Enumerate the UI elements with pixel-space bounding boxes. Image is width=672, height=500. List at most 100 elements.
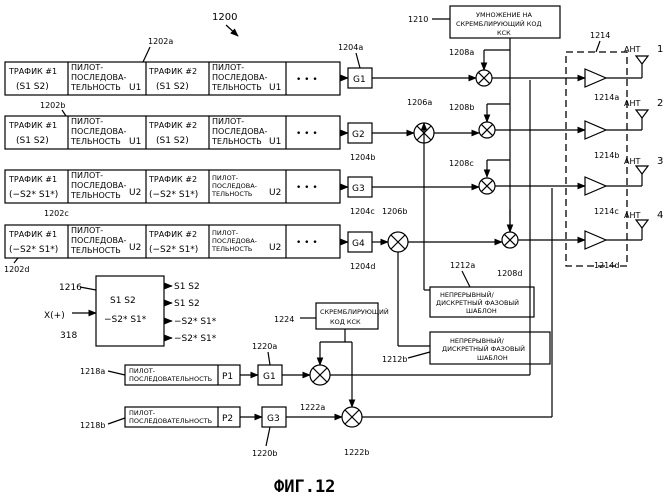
block-ref: 1212a	[450, 261, 475, 270]
multiplier-1208b	[479, 122, 495, 138]
antenna-label: АНТ	[624, 157, 640, 166]
multiplier-1208a	[476, 70, 492, 86]
figure-ref: 1200	[212, 12, 237, 23]
pilot-label: ПОСЛЕДОВА-	[71, 181, 126, 190]
walsh-code: U1	[129, 137, 141, 147]
encoder-ref: 1216	[59, 283, 82, 293]
gain-label: G3	[352, 184, 365, 194]
row-ref: 1202d	[4, 265, 29, 274]
block-label: КСК	[497, 29, 511, 37]
group-ref: 1214	[590, 31, 610, 40]
traffic2-symbols: (S1 S2)	[156, 82, 189, 92]
row-1: ТРАФИК #1 (S1 S2) ПИЛОТ- ПОСЛЕДОВА- ТЕЛЬ…	[5, 37, 372, 95]
multiplier-1222b	[342, 407, 362, 427]
pilot-label: ПОСЛЕДОВАТЕЛЬНОСТЬ	[129, 417, 212, 425]
antenna-2-icon	[636, 110, 648, 130]
antenna-1-icon	[636, 56, 648, 78]
multiplier-1222a	[310, 365, 330, 385]
pilot-label: ТЕЛЬНОСТЬ	[211, 137, 262, 146]
traffic1-label: ТРАФИК #1	[8, 230, 57, 239]
traffic2-label: ТРАФИК #2	[148, 121, 197, 130]
traffic2-symbols: (−S2* S1*)	[149, 245, 198, 255]
mult-ref: 1222a	[300, 403, 325, 412]
pilot-label: ПИЛОТ-	[71, 117, 103, 126]
block-label: КОД КСК	[330, 318, 361, 326]
stc-encoder-block	[96, 276, 164, 346]
traffic2-symbols: (−S2* S1*)	[149, 190, 198, 200]
antenna-4-icon	[636, 220, 648, 240]
pilot-label: ПИЛОТ-	[129, 409, 156, 417]
gain-ref: 1204d	[350, 262, 375, 271]
block-label: ШАБЛОН	[466, 307, 497, 315]
pilot-label: ПОСЛЕДОВА-	[71, 73, 126, 82]
mult-ref: 1208b	[449, 103, 474, 112]
walsh-code: U2	[129, 243, 141, 253]
row-ref: 1202b	[40, 101, 65, 110]
encoder-input-label: X(+)	[44, 311, 65, 321]
gain-label: G1	[353, 75, 366, 85]
pilot-name: P2	[222, 414, 233, 424]
block-label: НЕПРЕРЫВНЫЙ/	[450, 336, 505, 345]
pilot-label: ТЕЛЬНОСТЬ	[70, 83, 121, 92]
walsh-code: U1	[269, 137, 281, 147]
continuation-dots: • • •	[296, 129, 318, 139]
block-ref: 1210	[408, 15, 428, 24]
row-ref: 1202a	[148, 37, 173, 46]
amplifier-1214b	[585, 121, 642, 139]
continuation-dots: • • •	[296, 238, 318, 248]
block-label: ДИСКРЕТНЫЙ ФАЗОВЫЙ	[436, 298, 519, 307]
gain-ref: 1204b	[350, 153, 375, 162]
pilot-ref: 1218a	[80, 367, 105, 376]
block-label: ДИСКРЕТНЫЙ ФАЗОВЫЙ	[442, 344, 525, 353]
multiplier-1206b	[388, 232, 408, 252]
antenna-number: 1	[657, 44, 663, 55]
figure-caption: ФИГ.12	[274, 477, 335, 497]
traffic1-label: ТРАФИК #1	[8, 175, 57, 184]
pilot-name: P1	[222, 372, 233, 382]
pilot-label: ТЕЛЬНОСТЬ	[70, 191, 121, 200]
pilot-label: ПИЛОТ-	[212, 63, 244, 72]
encoder-output: S1 S2	[174, 299, 200, 309]
traffic2-symbols: (S1 S2)	[156, 136, 189, 146]
amp-ref: 1214a	[594, 93, 619, 102]
gain-label: G4	[352, 239, 365, 249]
pilot-label: ТЕЛЬНОСТЬ	[70, 246, 121, 255]
antenna-label: АНТ	[624, 211, 640, 220]
block-label: СКРЕМБЛИРУЮЩИЙ КОД	[456, 19, 542, 28]
mult-ref: 1206a	[407, 98, 432, 107]
row-3: ТРАФИК #1 (−S2* S1*) ПИЛОТ- ПОСЛЕДОВА- Т…	[5, 170, 375, 218]
block-ref: 1212b	[382, 355, 407, 364]
mult-ref: 1208a	[449, 48, 474, 57]
amplifier-1214d	[585, 231, 642, 249]
pilot-label: ПИЛОТ-	[71, 226, 103, 235]
traffic1-symbols: (S1 S2)	[16, 136, 49, 146]
encoder-output: S1 S2	[174, 282, 200, 292]
amplifier-1214a	[585, 69, 642, 87]
mult-ref: 1208d	[497, 269, 522, 278]
mult-ref: 1206b	[382, 207, 407, 216]
amp-ref: 1214d	[594, 261, 619, 270]
encoder-matrix-row: −S2* S1*	[104, 315, 147, 325]
walsh-code: U1	[129, 83, 141, 93]
traffic2-label: ТРАФИК #2	[148, 230, 197, 239]
traffic1-symbols: (S1 S2)	[16, 82, 49, 92]
traffic2-label: ТРАФИК #2	[148, 175, 197, 184]
pilot-label: ПОСЛЕДОВА-	[212, 127, 267, 136]
block-label: НЕПРЕРЫВНЫЙ/	[440, 290, 495, 299]
gain-ref: 1220b	[252, 449, 277, 458]
antenna-label: АНТ	[624, 99, 640, 108]
block-label: ШАБЛОН	[477, 354, 508, 362]
row-4: ТРАФИК #1 (−S2* S1*) ПИЛОТ- ПОСЛЕДОВА- Т…	[4, 225, 375, 274]
walsh-code: U2	[269, 188, 281, 198]
pilot-label: ПОСЛЕДОВА-	[71, 236, 126, 245]
pilot-label: ПОСЛЕДОВАТЕЛЬНОСТЬ	[129, 375, 212, 383]
block-label: УМНОЖЕНИЕ НА	[476, 11, 532, 19]
gain-ref: 1220a	[252, 342, 277, 351]
gain-ref: 1204c	[350, 207, 375, 216]
pilot-label: ПОСЛЕДОВА-	[212, 73, 267, 82]
amp-ref: 1214b	[594, 151, 619, 160]
encoder-output: −S2* S1*	[174, 334, 217, 344]
antenna-3-icon	[636, 166, 648, 186]
antenna-number: 4	[657, 210, 663, 221]
